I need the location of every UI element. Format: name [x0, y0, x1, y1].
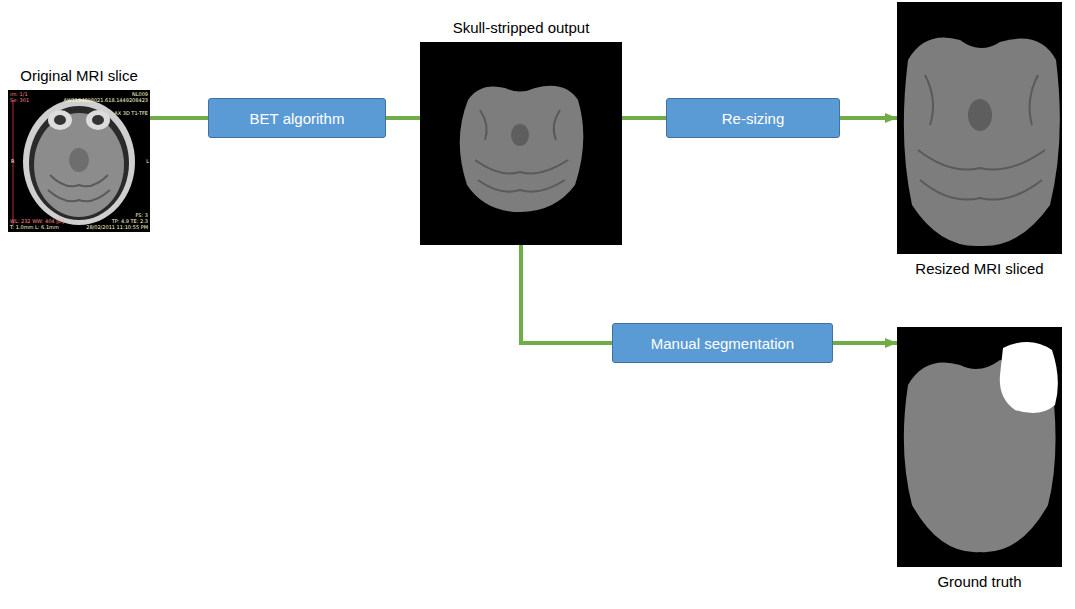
box-label: BET algorithm [250, 110, 345, 127]
overlay-text: AX 3D T1-TFE [114, 110, 148, 116]
overlay-text: WL: 232 WW: 404 [D] [10, 218, 64, 224]
mri-image: Skull-stripped output [420, 42, 622, 245]
overlay-text: Se: 301 [10, 97, 29, 103]
flow-connector [622, 116, 666, 120]
flow-connector [386, 116, 420, 120]
overlay-text: FS: 3 [136, 212, 148, 218]
overlay-text: R [11, 158, 14, 164]
box-label: Re-sizing [722, 110, 785, 127]
image-caption: Skull-stripped output [453, 19, 590, 36]
overlay-text: NL009 [132, 91, 148, 97]
overlay-text: AW1184898021.618.1449208423 [64, 97, 148, 103]
image-caption: Original MRI slice [20, 67, 138, 84]
overlay-text: T: 1.0mm L: 6.1mm [10, 224, 59, 230]
image-caption: Ground truth [937, 573, 1021, 590]
process-box: Re-sizing [666, 98, 840, 138]
flow-connector [150, 116, 208, 120]
overlay-text: L [146, 158, 149, 164]
flow-connector [840, 116, 897, 120]
mri-image: Resized MRI sliced [897, 2, 1062, 254]
flow-connector [833, 341, 897, 345]
process-box: BET algorithm [208, 98, 386, 138]
image-caption: Resized MRI sliced [915, 260, 1043, 277]
flow-connector [521, 245, 612, 343]
box-label: Manual segmentation [651, 335, 794, 352]
mri-image: Ground truth [897, 327, 1062, 567]
process-box: Manual segmentation [612, 323, 833, 363]
overlay-text: im: 1/1 [10, 91, 28, 97]
overlay-text: TP: 4.9 TE: 2.3 [112, 218, 148, 224]
overlay-text: 28/02/2011 11:10:55 PM [86, 224, 148, 230]
